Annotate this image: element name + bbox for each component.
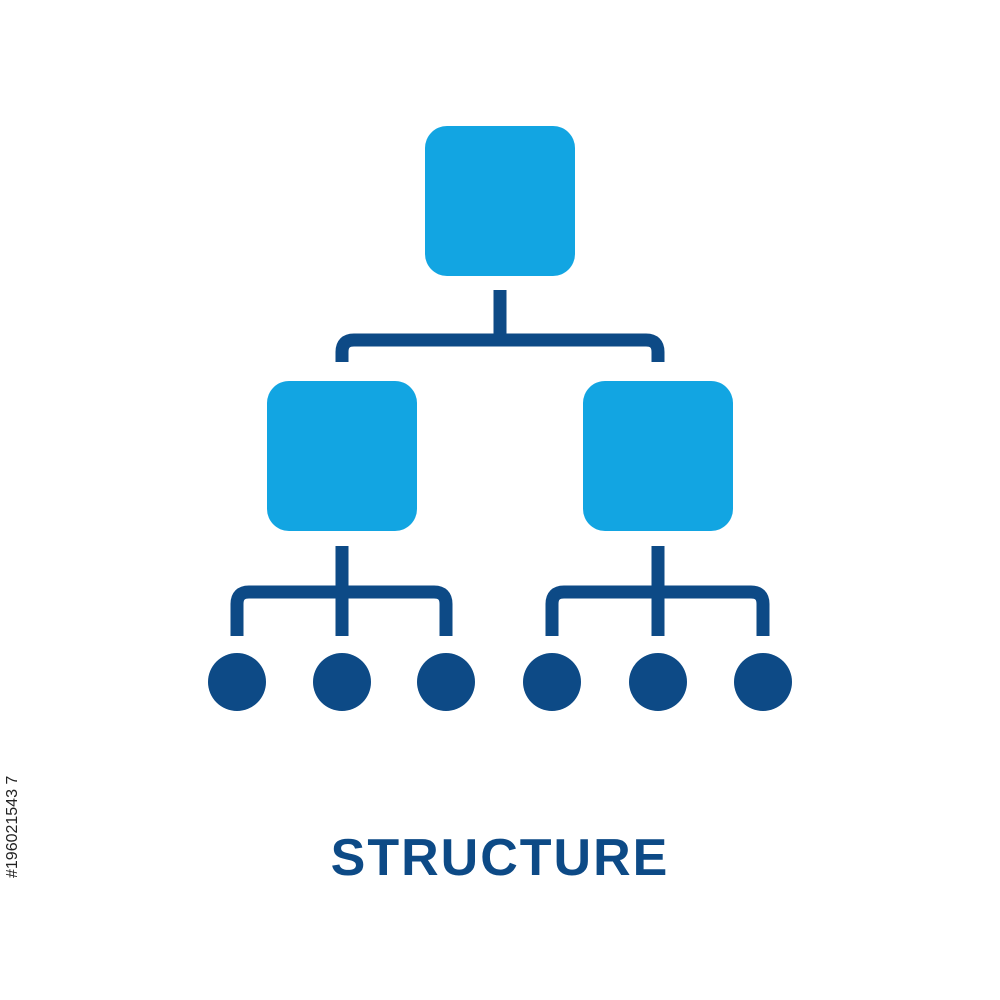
right-branch-connector bbox=[545, 546, 770, 636]
leaf-node bbox=[734, 653, 792, 711]
leaf-node bbox=[417, 653, 475, 711]
icon-caption: STRUCTURE bbox=[330, 829, 670, 887]
leaf-nodes bbox=[208, 653, 792, 711]
right-node-box bbox=[583, 381, 733, 531]
leaf-node bbox=[208, 653, 266, 711]
leaf-node bbox=[313, 653, 371, 711]
leaf-node bbox=[629, 653, 687, 711]
left-node-box bbox=[267, 381, 417, 531]
left-branch-connector bbox=[230, 546, 453, 636]
stock-id-text: #196021543 7 bbox=[4, 775, 21, 878]
connector-lines bbox=[230, 290, 770, 636]
leaf-node bbox=[523, 653, 581, 711]
root-node-box bbox=[425, 126, 575, 276]
root-connector bbox=[335, 290, 665, 362]
